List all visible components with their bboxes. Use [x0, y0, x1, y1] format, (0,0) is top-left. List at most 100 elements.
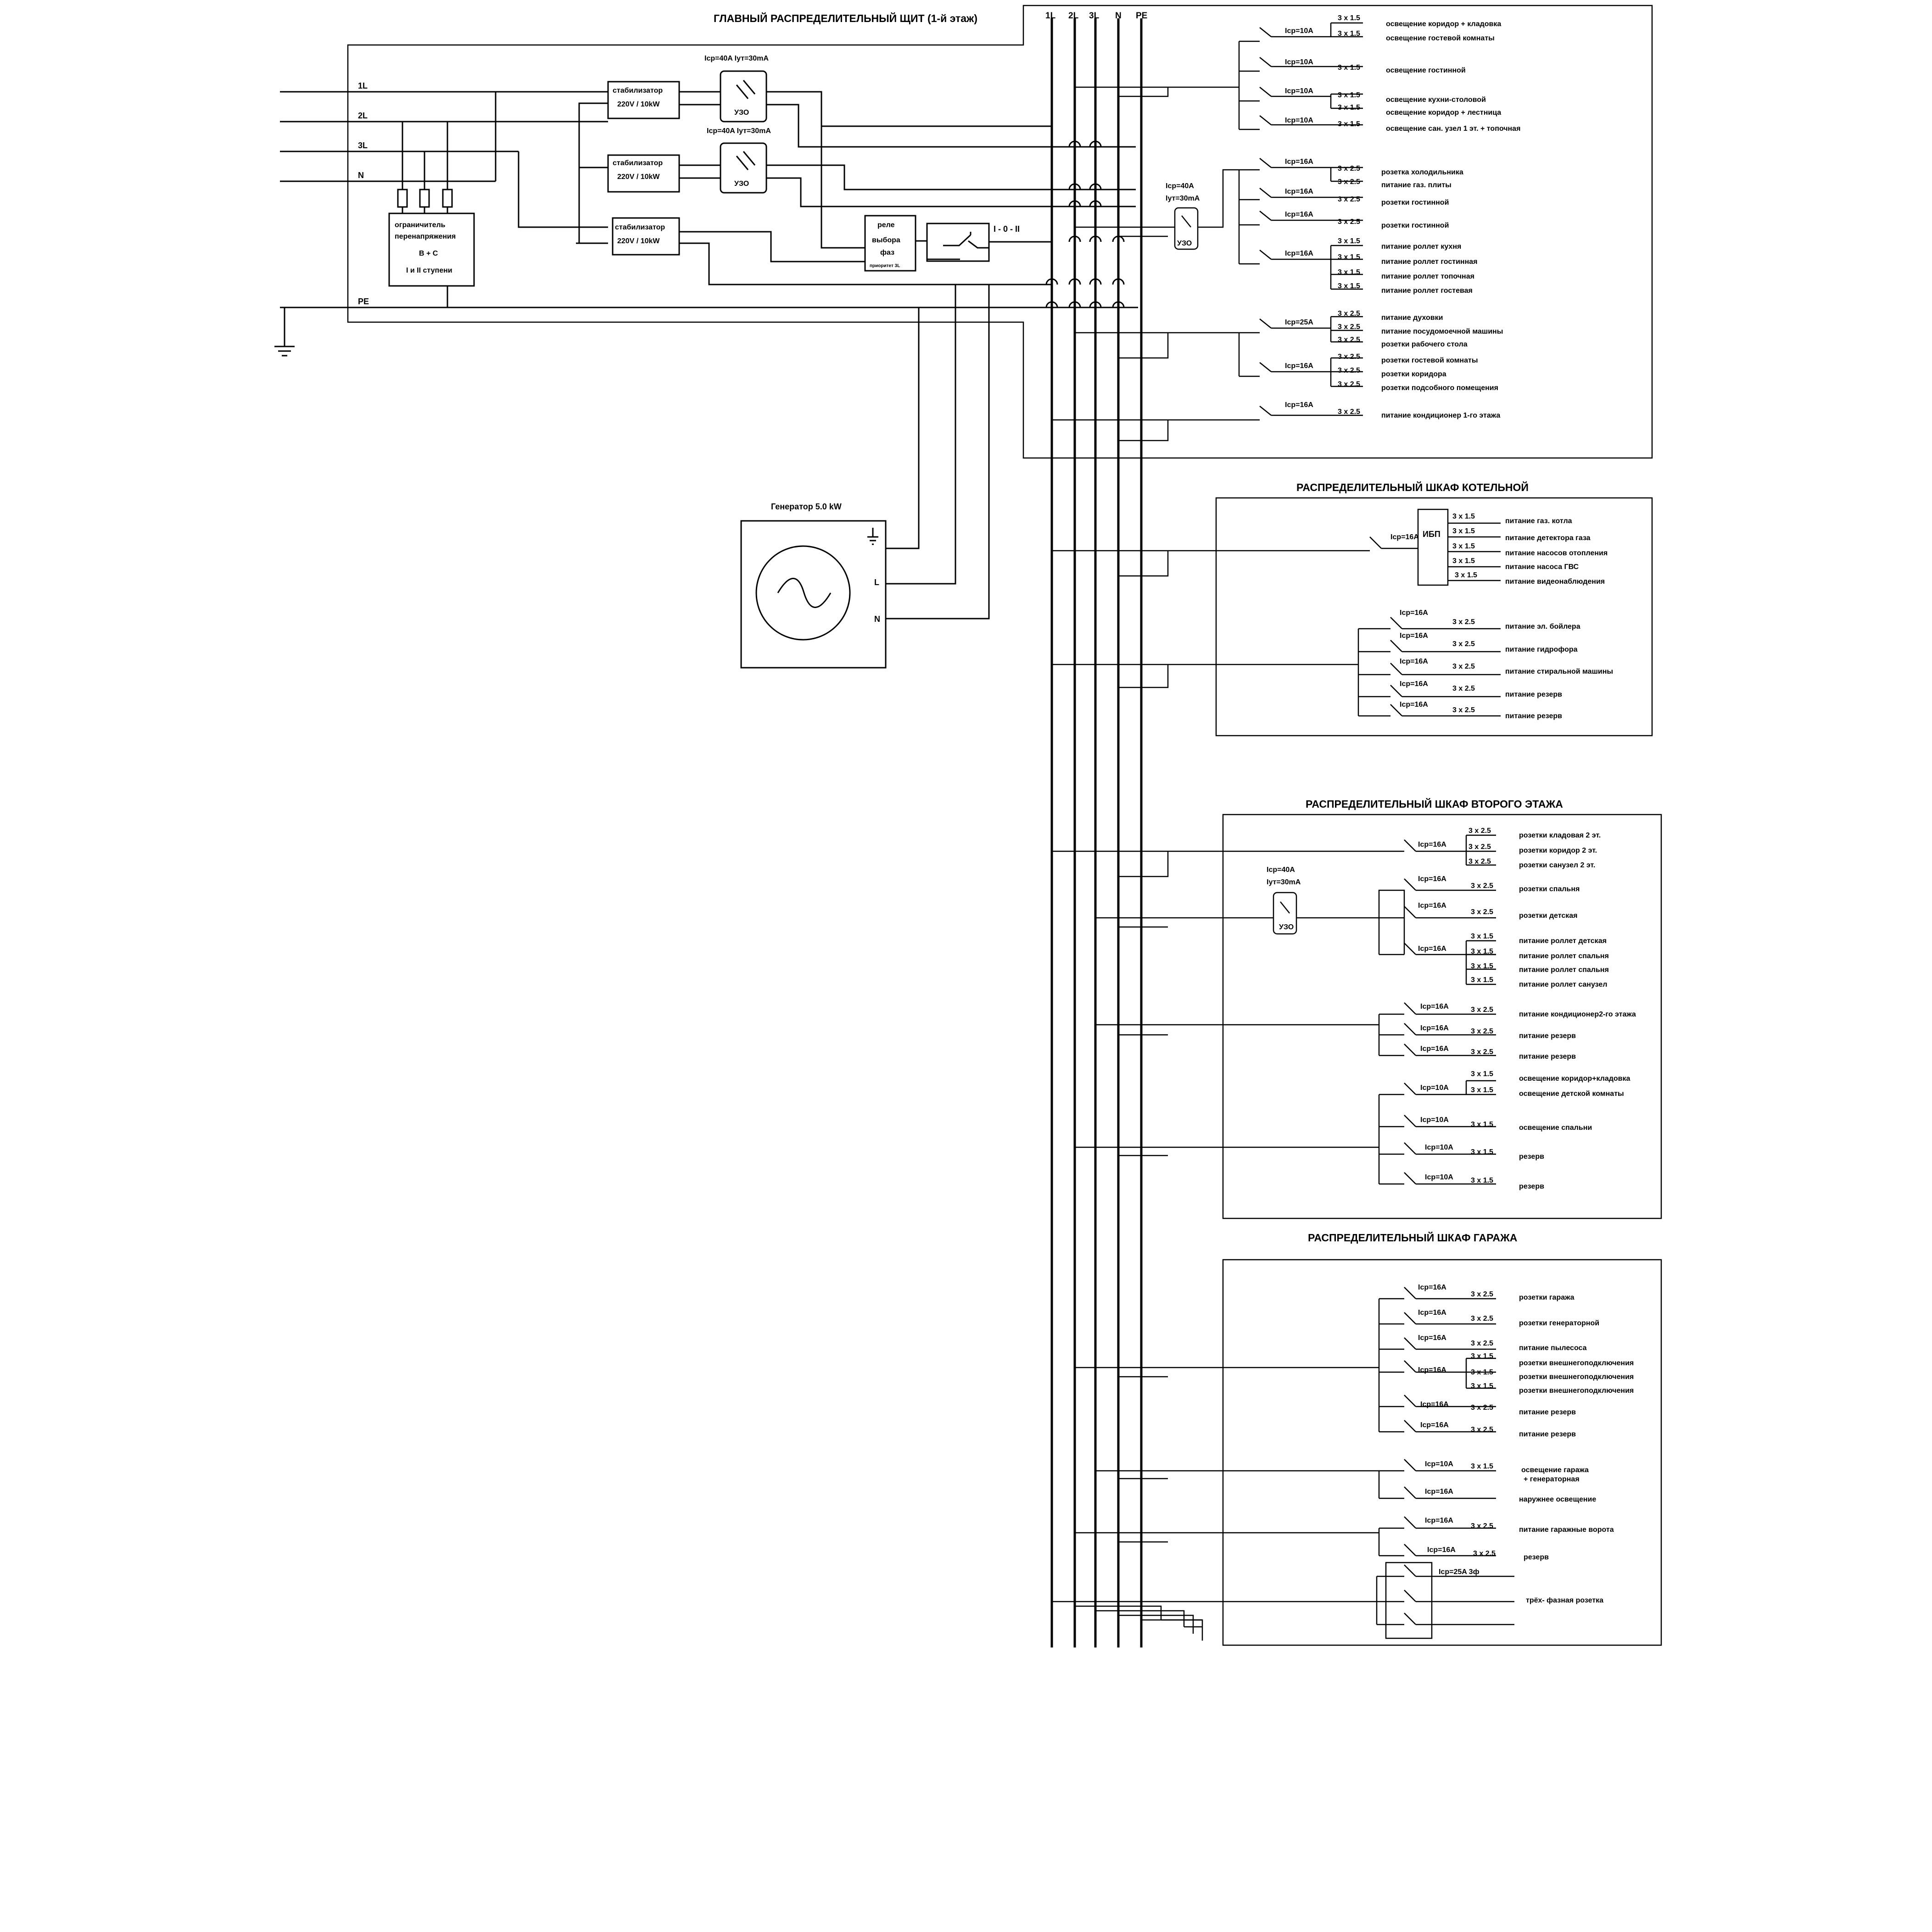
label-text: 3 x 1.5 — [1471, 1148, 1493, 1156]
label-text: питание насосов отопления — [1505, 549, 1608, 557]
label-text: Icp=40A — [1267, 866, 1295, 874]
label-text: Icp=16A — [1285, 188, 1313, 195]
label-text: 3 x 1.5 — [1338, 104, 1360, 112]
label-text: 3 x 2.5 — [1338, 380, 1360, 388]
label-text: освещение сан. узел 1 эт. + топочная — [1386, 125, 1520, 133]
label-text: PE — [1136, 11, 1147, 21]
label-text: 3 x 1.5 — [1338, 282, 1360, 290]
label-text: Icp=16A — [1400, 609, 1428, 617]
label-text: 3 x 1.5 — [1338, 120, 1360, 128]
bus-nodes — [1045, 140, 1125, 308]
label-text: освещение спальни — [1519, 1124, 1592, 1132]
label-text: 3 x 1.5 — [1471, 1070, 1493, 1078]
label-text: питание газ. плиты — [1381, 181, 1452, 189]
label-text: 3 x 1.5 — [1471, 962, 1493, 970]
label-text: 3 x 2.5 — [1338, 408, 1360, 416]
label-text: 3 x 2.5 — [1471, 1315, 1493, 1323]
label-text: Icp=16A — [1420, 1045, 1449, 1053]
label-text: Icp=16A — [1418, 1366, 1446, 1374]
label-text: питание резерв — [1519, 1053, 1576, 1061]
label-text: питание стиральной машины — [1505, 668, 1613, 676]
label-text: 3 x 1.5 — [1471, 1382, 1493, 1390]
label-text: питание духовки — [1381, 314, 1443, 322]
label-text: питание резерв — [1519, 1408, 1576, 1416]
label-text: Icp=16A — [1425, 1488, 1453, 1496]
label-text: розетки гостевой комнаты — [1381, 357, 1478, 364]
label-text: 3 x 2.5 — [1338, 310, 1360, 318]
label-text: освещение коридор+кладовка — [1519, 1075, 1630, 1083]
label-text: Icp=16A — [1418, 1334, 1446, 1342]
label-text: стабилизатор — [615, 223, 665, 231]
main-panel-title: ГЛАВНЫЙ РАСПРЕДЕЛИТЕЛЬНЫЙ ЩИТ (1-й этаж) — [714, 12, 977, 24]
label-text: I - 0 - II — [994, 224, 1020, 234]
main-panel — [274, 5, 1653, 620]
garage-panel — [1052, 1259, 1662, 1646]
label-text: питание кондиционер 1-го этажа — [1381, 412, 1500, 419]
second-floor-panel-text: РАСПРЕДЕЛИТЕЛЬНЫЙ ШКАФ ВТОРОГО ЭТАЖА Icp… — [1267, 798, 1636, 1190]
label-text: Icp=40A — [1166, 182, 1194, 190]
label-text: Icp=16A — [1418, 1309, 1446, 1317]
label-text: 3 x 2.5 — [1471, 1426, 1493, 1434]
label-text: розетки гостинной — [1381, 222, 1449, 229]
label-text: 3 x 1.5 — [1452, 557, 1475, 565]
label-text: УЗО — [734, 180, 749, 188]
label-text: питание видеонаблюдения — [1505, 578, 1605, 586]
label-text: 3 x 1.5 — [1452, 542, 1475, 550]
label-text: 3 x 1.5 — [1471, 932, 1493, 940]
label-text: Генератор 5.0 kW — [771, 502, 842, 511]
label-text: розетки санузел 2 эт. — [1519, 861, 1595, 869]
label-text: 3 x 2.5 — [1471, 1048, 1493, 1056]
label-text: 3 x 1.5 — [1338, 30, 1360, 38]
label-text: питание роллет гостевая — [1381, 287, 1473, 295]
label-text: Icp=16A — [1420, 1024, 1449, 1032]
label-text: 3 x 1.5 — [1452, 513, 1475, 520]
label-text: 3 x 2.5 — [1471, 882, 1493, 890]
label-text: освещение гаража — [1521, 1466, 1589, 1474]
label-text: УЗО — [1279, 923, 1294, 931]
label-text: розетки спальня — [1519, 885, 1580, 893]
label-text: освещение коридор + лестница — [1386, 109, 1501, 117]
label-text: 3 x 1.5 — [1338, 91, 1360, 99]
label-text: питание роллет спальня — [1519, 966, 1609, 974]
label-text: Icp=40A Iут=30mA — [704, 55, 769, 62]
label-text: 3 x 2.5 — [1469, 858, 1491, 865]
label-text: L — [874, 578, 879, 587]
garage-panel-title: РАСПРЕДЕЛИТЕЛЬНЫЙ ШКАФ ГАРАЖА — [1308, 1231, 1517, 1244]
label-text: Icp=10A — [1420, 1084, 1449, 1092]
label-text: Icp=16A — [1420, 1421, 1449, 1429]
label-text: 3 x 2.5 — [1471, 1006, 1493, 1014]
label-text: Icp=10A — [1425, 1173, 1453, 1181]
label-text: 3 x 1.5 — [1471, 1368, 1493, 1376]
label-text: реле — [877, 221, 895, 229]
label-text: 220V / 10kW — [617, 237, 660, 245]
label-text: питание кондиционер2-го этажа — [1519, 1011, 1636, 1018]
label-text: 3 x 1.5 — [1338, 64, 1360, 72]
label-text: освещение коридор + кладовка — [1386, 20, 1501, 28]
label-text: Icp=16A — [1418, 875, 1446, 883]
label-text: наружнее освещение — [1519, 1496, 1596, 1503]
main-panel-circuits: Icp=10A Icp=10A Icp=10A Icp=10A Icp=16A … — [1285, 14, 1520, 419]
label-text: 3 x 2.5 — [1473, 1550, 1496, 1558]
second-floor-panel — [1052, 814, 1662, 1219]
label-text: 3 x 2.5 — [1471, 1404, 1493, 1412]
label-text: розетки внешнегоподключения — [1519, 1373, 1634, 1381]
label-text: питание резерв — [1519, 1032, 1576, 1040]
label-text: Icp=16A — [1400, 680, 1428, 688]
label-text: 3 x 2.5 — [1338, 195, 1360, 203]
label-text: розетки гаража — [1519, 1294, 1575, 1301]
label-text: 3 x 1.5 — [1471, 1086, 1493, 1094]
label-text: Icp=10A — [1425, 1460, 1453, 1468]
label-text: 3 x 1.5 — [1452, 527, 1475, 535]
label-text: освещение гостевой комнаты — [1386, 34, 1495, 42]
label-text: 3 x 2.5 — [1338, 367, 1360, 374]
label-text: розетки рабочего стола — [1381, 341, 1468, 348]
label-text: питание роллет гостинная — [1381, 258, 1477, 266]
busbars — [1050, 18, 1143, 1647]
label-text: резерв — [1519, 1183, 1544, 1190]
label-text: Iут=30mA — [1166, 195, 1200, 202]
label-text: резерв — [1524, 1553, 1549, 1561]
label-text: 3L — [358, 141, 368, 150]
label-text: Icp=16A — [1285, 250, 1313, 257]
boiler-panel-text: РАСПРЕДЕЛИТЕЛЬНЫЙ ШКАФ КОТЕЛЬНОЙ Icp=16A… — [1296, 481, 1613, 720]
